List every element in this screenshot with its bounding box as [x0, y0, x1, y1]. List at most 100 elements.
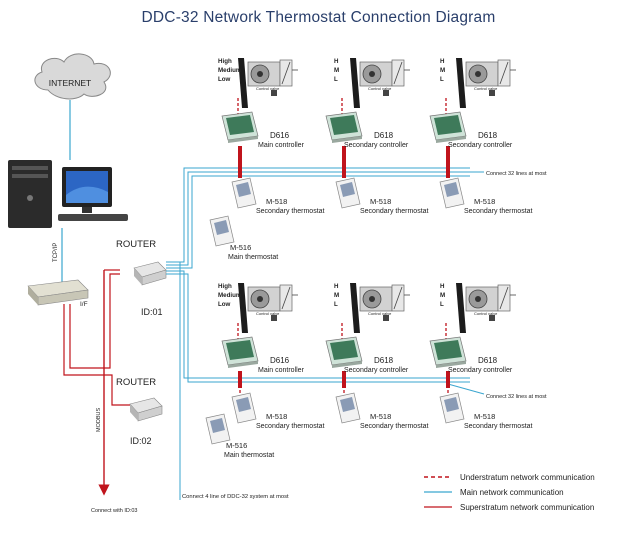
thermostat-name-label: Secondary thermostat [360, 423, 429, 430]
internet-label: INTERNET [49, 78, 92, 88]
main-thermostat-name-label: Main thermostat [224, 452, 274, 459]
thermostat-name-label: Secondary thermostat [464, 423, 533, 430]
thermostat-icon [335, 177, 361, 209]
main-thermostat-model-label: M-516 [230, 243, 251, 252]
iif-label: I/F [80, 301, 88, 308]
controller-model-label: D618 [374, 356, 394, 365]
fan-speed-label-2: L [334, 76, 338, 83]
fan-coil-unit-icon [456, 58, 516, 108]
router-2-icon [129, 397, 163, 422]
controller-icon [325, 111, 363, 143]
fan-speed-label-1: M [334, 67, 339, 74]
control-valve-label: Control valve [368, 311, 392, 316]
controller-name-label: Secondary controller [448, 367, 513, 374]
fan-coil-unit-icon [238, 283, 298, 333]
router-1-icon [133, 261, 167, 286]
router-2-label: ROUTER [116, 377, 156, 388]
thermostat-icon [209, 215, 235, 247]
arrow-bottom [447, 383, 485, 395]
legend: Understratum network communication Main … [424, 473, 595, 512]
controller-model-label: D616 [270, 356, 290, 365]
legend-understratum: Understratum network communication [460, 473, 595, 482]
fan-coil-unit-icon [238, 58, 298, 108]
internet-cloud-icon [34, 53, 111, 100]
fan-speed-label-2: L [440, 301, 444, 308]
connect-32-top-label: Connect 32 lines at most [486, 171, 547, 177]
connect-id3-label: Connect with ID:03 [91, 508, 137, 514]
pc-icon [8, 160, 128, 228]
fan-speed-label-1: M [334, 292, 339, 299]
main-thermostat-model-label: M-516 [226, 441, 247, 450]
fan-speed-label-0: High [218, 58, 232, 65]
control-valve-label: Control valve [368, 86, 392, 91]
control-valve-label: Control valve [256, 86, 280, 91]
fan-speed-label-0: H [440, 283, 445, 290]
thermostat-model-label: M-518 [370, 197, 391, 206]
thermostat-model-label: M-518 [266, 197, 287, 206]
controller-icon [221, 111, 259, 143]
controller-name-label: Secondary controller [344, 367, 409, 374]
controller-icon [325, 336, 363, 368]
modbus-label: MODBUS [96, 408, 102, 432]
main-thermostat-name-label: Main thermostat [228, 254, 278, 261]
controller-model-label: D618 [478, 131, 498, 140]
controller-icon [221, 336, 259, 368]
fan-speed-label-1: M [440, 67, 445, 74]
fan-coil-unit-icon [350, 283, 410, 333]
controller-name-label: Main controller [258, 367, 305, 374]
fan-speed-label-1: Medium [218, 292, 242, 299]
thermostat-icon [439, 177, 465, 209]
controller-name-label: Main controller [258, 142, 305, 149]
control-valve-label: Control valve [256, 311, 280, 316]
main-network-bus [166, 167, 470, 500]
controller-icon [429, 336, 467, 368]
thermostat-model-label: M-518 [266, 412, 287, 421]
thermostat-icon [205, 413, 231, 445]
superstratum-line-1 [63, 304, 130, 406]
fan-speed-label-0: High [218, 283, 232, 290]
control-valve-label: Control valve [474, 86, 498, 91]
fan-speed-label-0: H [334, 58, 339, 65]
fan-speed-label-1: M [440, 292, 445, 299]
connect-4line-label: Connect 4 line of DDC-32 system at most [182, 494, 289, 500]
interface-module-icon [27, 279, 89, 306]
tcpip-label: TCP/IP [53, 243, 59, 262]
fan-speed-label-2: Low [218, 76, 231, 83]
fan-speed-label-2: L [334, 301, 338, 308]
fan-speed-label-1: Medium [218, 67, 242, 74]
controller-name-label: Secondary controller [448, 142, 513, 149]
thermostat-icon [231, 392, 257, 424]
id-01-label: ID:01 [141, 307, 163, 317]
controller-icon [429, 111, 467, 143]
fan-coil-unit-icon [350, 58, 410, 108]
diagram-title: DDC-32 Network Thermostat Connection Dia… [141, 9, 496, 26]
thermostat-icon [335, 392, 361, 424]
thermostat-name-label: Secondary thermostat [256, 423, 325, 430]
thermostat-icon [231, 177, 257, 209]
thermostat-name-label: Secondary thermostat [464, 208, 533, 215]
legend-superstratum: Superstratum network communication [460, 503, 594, 512]
legend-main: Main network communication [460, 488, 564, 497]
thermostat-model-label: M-518 [474, 412, 495, 421]
controller-model-label: D618 [374, 131, 394, 140]
thermostat-icon [439, 392, 465, 424]
connect-32-bottom-label: Connect 32 lines at most [486, 394, 547, 400]
controller-name-label: Secondary controller [344, 142, 409, 149]
controller-model-label: D616 [270, 131, 290, 140]
fan-speed-label-2: L [440, 76, 444, 83]
thermostat-name-label: Secondary thermostat [256, 208, 325, 215]
controller-model-label: D618 [478, 356, 498, 365]
router-1-label: ROUTER [116, 239, 156, 250]
fan-coil-unit-icon [456, 283, 516, 333]
thermostat-name-label: Secondary thermostat [360, 208, 429, 215]
superstratum-line-2 [69, 273, 120, 369]
fan-speed-label-2: Low [218, 301, 231, 308]
thermostat-model-label: M-518 [370, 412, 391, 421]
control-valve-label: Control valve [474, 311, 498, 316]
thermostat-model-label: M-518 [474, 197, 495, 206]
fan-speed-label-0: H [334, 283, 339, 290]
fan-speed-label-0: H [440, 58, 445, 65]
id-02-label: ID:02 [130, 436, 152, 446]
